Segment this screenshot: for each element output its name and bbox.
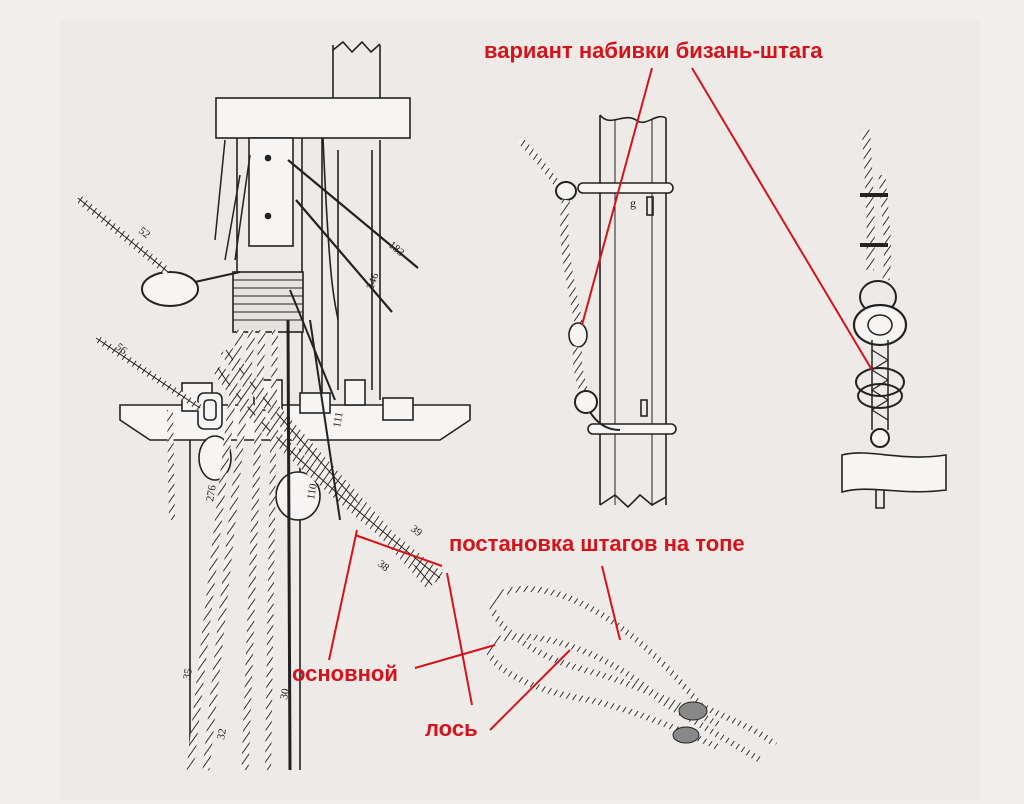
caption-los: лось — [425, 716, 478, 741]
mizzen-mast-detail — [517, 114, 677, 509]
label-30: 30 — [278, 687, 292, 700]
label-276: 276 — [204, 484, 219, 503]
stays-and-shrouds — [75, 139, 444, 771]
stay-loops-drawing — [486, 585, 778, 763]
label-35: 35 — [181, 667, 195, 680]
label-246: 246 — [365, 271, 382, 291]
label-111: 111 — [331, 411, 346, 429]
caption-mizzen-stay-variant: вариант набивки бизань-штага — [484, 38, 823, 63]
annotation-leaders — [328, 67, 873, 731]
caption-stays-at-top: постановка штагов на топе — [449, 531, 745, 556]
label-110: 110 — [305, 482, 320, 500]
masthead-drawing — [119, 40, 471, 770]
detail-letter-g: g — [630, 196, 636, 210]
caption-main: основной — [292, 661, 398, 686]
mizzen-stay-setup — [841, 129, 947, 509]
label-32: 32 — [215, 728, 229, 741]
